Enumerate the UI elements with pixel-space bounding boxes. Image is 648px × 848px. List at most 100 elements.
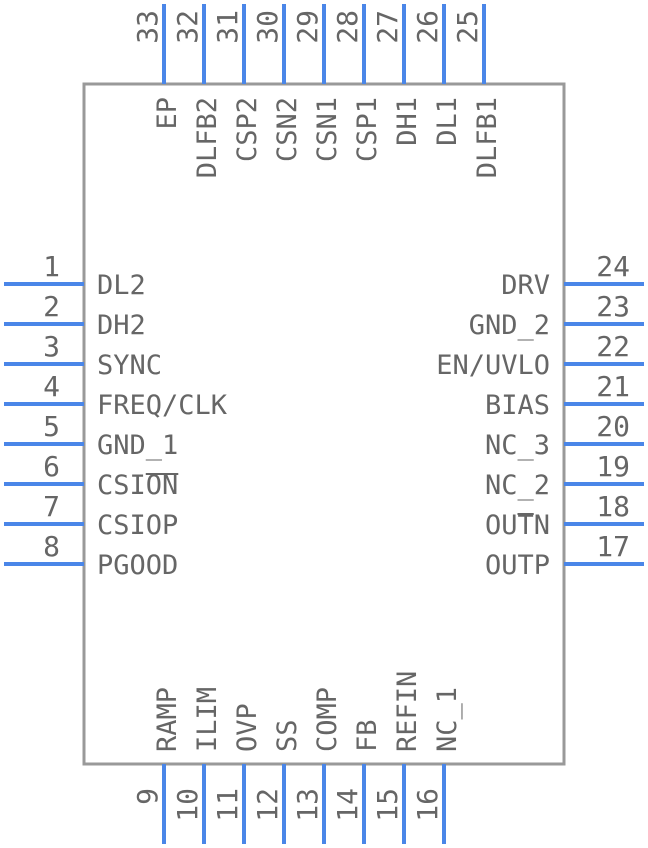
pin-name: CSP1	[352, 97, 383, 162]
pins-layer: 1DL22DH23SYNC4FREQ/CLK5GND_16CSION7CSIOP…	[4, 4, 644, 844]
pin-name: ILIM	[192, 687, 223, 752]
pin-name: DRV	[501, 270, 550, 301]
pin-12: 12 SS	[251, 719, 303, 844]
pin-number: 26	[411, 10, 444, 44]
pin-name: BIAS	[485, 390, 550, 421]
pin-number: 27	[371, 10, 404, 44]
pin-name: NC_2	[485, 470, 550, 501]
pin-number: 33	[131, 10, 164, 44]
pin-number: 24	[596, 250, 630, 283]
pin-number: 32	[171, 10, 204, 44]
pin-number: 10	[171, 788, 204, 822]
pin-name: SS	[272, 719, 303, 752]
pin-name: EP	[152, 97, 183, 130]
pin-name: FREQ/CLK	[97, 390, 228, 421]
pin-name: FB	[352, 719, 383, 752]
pin-15: 15 REFIN	[371, 671, 423, 844]
pin-number: 3	[43, 330, 60, 363]
pin-number: 13	[291, 788, 324, 822]
pin-name: DH2	[97, 310, 146, 341]
pin-name: RAMP	[152, 687, 183, 752]
pin-name: CSN2	[272, 97, 303, 162]
pin-name: OVP	[232, 703, 263, 752]
pin-name: CSN1	[312, 97, 343, 162]
pin-number: 22	[596, 330, 630, 363]
pin-number: 6	[43, 450, 60, 483]
pin-name: DL1	[432, 97, 463, 146]
pin-name: COMP	[312, 687, 343, 752]
pin-name: CSIOP	[97, 510, 178, 541]
pin-number: 7	[43, 490, 60, 523]
pin-name: DLFB1	[472, 97, 503, 178]
pin-name: DH1	[392, 97, 423, 146]
pin-11: 11 OVP	[211, 703, 263, 844]
pin-name: OUTP	[485, 550, 550, 581]
pin-number: 18	[596, 490, 630, 523]
pin-number: 17	[596, 530, 630, 563]
pin-number: 16	[411, 788, 444, 822]
pin-number: 28	[331, 10, 364, 44]
pin-number: 19	[596, 450, 630, 483]
pin-name: DLFB2	[192, 97, 223, 178]
pin-name: REFIN	[392, 671, 423, 752]
pin-number: 8	[43, 530, 60, 563]
pin-number: 14	[331, 788, 364, 822]
pin-name: NC_3	[485, 430, 550, 461]
pin-name: SYNC	[97, 350, 162, 381]
pin-name: PGOOD	[97, 550, 178, 581]
pin-name: GND_2	[469, 310, 550, 341]
pin-number: 1	[43, 250, 60, 283]
pin-name: DL2	[97, 270, 146, 301]
pin-16: 16 NC_1	[411, 687, 463, 844]
pin-name: CSION	[97, 470, 178, 501]
pin-name: GND_1	[97, 430, 178, 461]
pin-number: 23	[596, 290, 630, 323]
pin-number: 20	[596, 410, 630, 443]
pin-number: 31	[211, 10, 244, 44]
pin-10: 10 ILIM	[171, 687, 223, 844]
pin-number: 29	[291, 10, 324, 44]
pin-name: CSP2	[232, 97, 263, 162]
pin-number: 11	[211, 788, 244, 822]
pin-9: 9 RAMP	[131, 687, 183, 844]
pin-number: 9	[131, 788, 164, 805]
pin-number: 5	[43, 410, 60, 443]
ic-body-outline	[82, 82, 566, 766]
pin-name: NC_1	[432, 687, 463, 752]
pin-number: 2	[43, 290, 60, 323]
pin-number: 15	[371, 788, 404, 822]
pin-13: 13 COMP	[291, 687, 343, 844]
pin-number: 21	[596, 370, 630, 403]
pin-number: 12	[251, 788, 284, 822]
pin-number: 30	[251, 10, 284, 44]
pin-name: OUTN	[485, 510, 550, 541]
pin-number: 4	[43, 370, 60, 403]
pin-name: EN/UVLO	[436, 350, 550, 381]
pin-14: 14 FB	[331, 719, 383, 844]
